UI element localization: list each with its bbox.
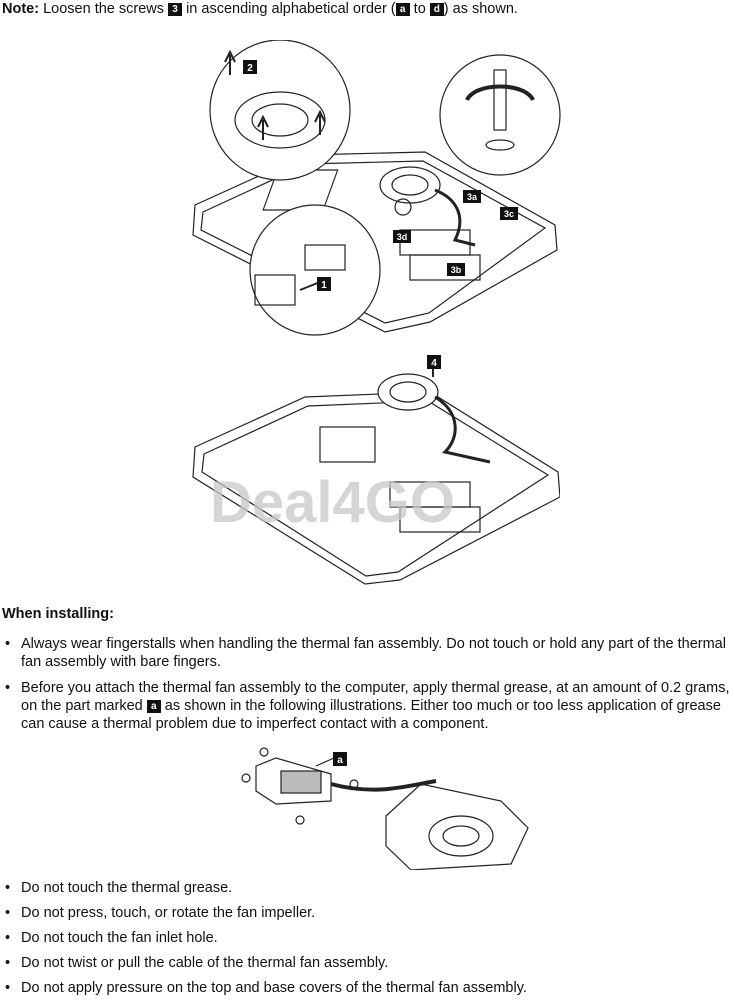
arrow-up-3: [314, 109, 326, 135]
fan-body: [379, 166, 441, 204]
note-label: Note:: [2, 1, 40, 17]
tip-item: Do not touch the thermal grease.: [2, 879, 732, 897]
zoom-fan-inner: [251, 103, 309, 137]
callouts-fig2: 4: [427, 355, 441, 369]
to-badge: d: [429, 3, 444, 16]
laptop-base-inner-2: [201, 400, 550, 577]
callout-leader: [315, 757, 335, 767]
rotate-arrow: [465, 84, 535, 102]
heat-pipe-assembly: [330, 779, 437, 792]
grease-area: [280, 770, 322, 794]
note-text-2: in ascending alphabetical order (: [186, 1, 396, 17]
figure-remove-fan: 4 Deal4GO: [192, 354, 560, 585]
screw-hole-3: [295, 815, 305, 825]
install-bullet-1-text: Always wear fingerstalls when handling t…: [21, 636, 726, 670]
callouts-fig1: 2 1 3a 3c 3d 3b: [243, 60, 518, 291]
install-bullet-2-text-b: as shown in the following illustrations.…: [21, 698, 721, 732]
tip-text-1: Do not touch the thermal grease.: [21, 880, 233, 896]
note-line: Note: Loosen the screws 3 in ascending a…: [2, 0, 518, 18]
note-text-3: ) as shown.: [443, 1, 518, 17]
memory-slot-2: [409, 254, 481, 281]
arrow-up-1: [224, 49, 236, 75]
install-bullet-2: Before you attach the thermal fan assemb…: [2, 679, 732, 733]
install-bullet-2-text-a: Before you attach the thermal fan assemb…: [21, 680, 730, 714]
tip-text-5: Do not apply pressure on the top and bas…: [21, 980, 527, 996]
heat-pipe: [434, 188, 476, 247]
tip-item: Do not press, touch, or rotate the fan i…: [2, 904, 732, 922]
fan-impeller: [442, 825, 480, 847]
callout-3c: 3c: [504, 209, 514, 219]
install-list: Always wear fingerstalls when handling t…: [2, 635, 732, 733]
heatsink-plate: [255, 757, 332, 805]
tip-text-2: Do not press, touch, or rotate the fan i…: [21, 905, 316, 921]
board-chip: [319, 426, 376, 463]
figure-loosen-screws: 2 1 3a 3c 3d 3b: [192, 40, 561, 336]
tip-text-4: Do not twist or pull the cable of the th…: [21, 955, 389, 971]
figure-thermal-assembly: a: [241, 747, 529, 870]
cable-connector: [304, 244, 346, 271]
callout-4: 4: [431, 358, 437, 369]
watermark: Deal4GO: [210, 470, 455, 535]
callouts-fig3: a: [333, 752, 347, 766]
laptop-base-inner: [200, 160, 547, 324]
tip-item: Do not touch the fan inlet hole.: [2, 929, 732, 947]
screw-hole-2: [259, 747, 269, 757]
grease-badge: a: [146, 700, 161, 713]
fan-lifted-hub: [389, 381, 427, 403]
zoom-fan-circle: [209, 40, 351, 181]
fan-lifted: [377, 373, 439, 411]
screwdriver-shaft: [493, 69, 507, 131]
callout-a: a: [337, 755, 343, 766]
callout-1: 1: [321, 280, 327, 291]
memory-module-b: [399, 506, 481, 533]
callout-3d: 3d: [397, 232, 408, 242]
callout-3b: 3b: [451, 265, 462, 275]
zoom-screw-circle: [439, 54, 561, 176]
note-text-1: Loosen the screws: [43, 1, 164, 17]
fan-housing: [385, 783, 529, 870]
arrow-up-2: [257, 114, 269, 140]
fan-inlet: [428, 815, 494, 857]
board-connector: [254, 274, 296, 306]
laptop-base-outline: [192, 151, 558, 333]
screw-hole-1: [241, 773, 251, 783]
note-to: to: [413, 1, 426, 17]
tip-item: Do not twist or pull the cable of the th…: [2, 954, 732, 972]
screw-head: [485, 139, 515, 151]
screw-badge: 3: [168, 3, 183, 16]
from-badge: a: [395, 3, 410, 16]
callout-3a: 3a: [467, 192, 478, 202]
fan-hub: [391, 174, 429, 196]
tips-list: Do not touch the thermal grease. Do not …: [2, 879, 732, 997]
callout-2: 2: [247, 63, 253, 74]
tip-text-3: Do not touch the fan inlet hole.: [21, 930, 218, 946]
install-heading: When installing:: [2, 606, 114, 622]
install-bullet-1: Always wear fingerstalls when handling t…: [2, 635, 732, 671]
heat-pipe-lifted: [434, 395, 491, 464]
laptop-base-outline-2: [192, 391, 560, 585]
tip-item: Do not apply pressure on the top and bas…: [2, 979, 732, 997]
connector-marker: [394, 198, 412, 216]
